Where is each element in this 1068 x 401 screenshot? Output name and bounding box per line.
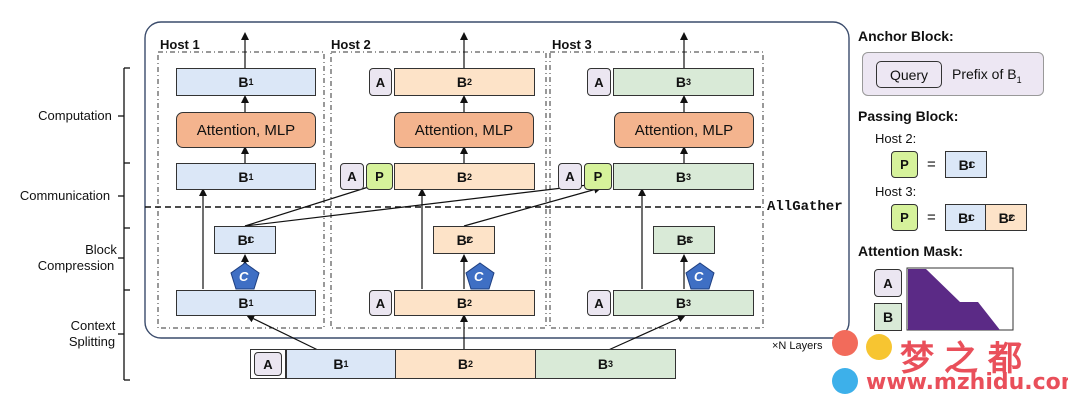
- host3-title: Host 3: [552, 37, 592, 52]
- legend-eq-h3: =: [927, 209, 936, 226]
- host3-anchor-top: A: [587, 68, 611, 96]
- compress-letter-2: C: [474, 269, 484, 284]
- query-chip: Query: [876, 61, 942, 88]
- host3-anchor-input: A: [587, 290, 611, 316]
- mask-shape: [908, 269, 1000, 330]
- host3-anchor-comm: A: [558, 163, 582, 190]
- layers-label: ×N Layers: [772, 340, 823, 352]
- layer-frame: [144, 21, 850, 339]
- watermark-text: 梦之都: [900, 339, 1032, 379]
- stage-communication: Communication: [19, 188, 111, 203]
- passing-title: Passing Block:: [858, 108, 959, 124]
- legend-host3: Host 3:: [875, 184, 917, 199]
- watermark-face-red-icon: [832, 330, 858, 356]
- stage-computation: Computation: [38, 108, 112, 123]
- host1-box: [157, 51, 325, 329]
- stage-block: Block: [85, 242, 117, 257]
- stage-context: Context: [70, 318, 116, 333]
- host2-title: Host 2: [331, 37, 371, 52]
- legend-passing-h3: P: [891, 204, 918, 231]
- host2-anchor-input: A: [369, 290, 392, 316]
- stage-splitting: Splitting: [68, 334, 116, 349]
- compress-icon-2: [465, 262, 495, 290]
- compress-icon-3: [685, 262, 715, 290]
- anchor-title: Anchor Block:: [858, 28, 954, 44]
- watermark-face-yellow-icon: [866, 334, 892, 360]
- allgather-label: AllGather: [767, 199, 843, 215]
- legend-host2: Host 2:: [875, 131, 917, 146]
- legend-eq-h2: =: [927, 156, 936, 173]
- host2-anchor-top: A: [369, 68, 392, 96]
- host2-passing-block: P: [366, 163, 393, 190]
- compress-icon-1: [230, 262, 260, 290]
- legend-passing-h2: P: [891, 151, 918, 178]
- host1-attention-mlp: Attention, MLP: [176, 112, 316, 148]
- compress-letter-1: C: [239, 269, 249, 284]
- host3-attention-mlp: Attention, MLP: [614, 112, 754, 148]
- watermark-url: www.mzhidu.com: [866, 370, 1068, 395]
- mask-block-chip: B: [874, 303, 902, 331]
- stage-compression: Compression: [37, 258, 115, 273]
- mask-title: Attention Mask:: [858, 243, 963, 259]
- compress-letter-3: C: [694, 269, 704, 284]
- host1-title: Host 1: [160, 37, 200, 52]
- host3-passing-block: P: [584, 163, 612, 190]
- watermark-face-blue-icon: [832, 368, 858, 394]
- prefix-label: Prefix of B1: [952, 66, 1022, 85]
- host2-attention-mlp: Attention, MLP: [394, 112, 534, 148]
- mask-anchor-chip: A: [874, 269, 902, 297]
- host2-anchor-comm: A: [340, 163, 364, 190]
- seq-anchor: A: [254, 352, 282, 376]
